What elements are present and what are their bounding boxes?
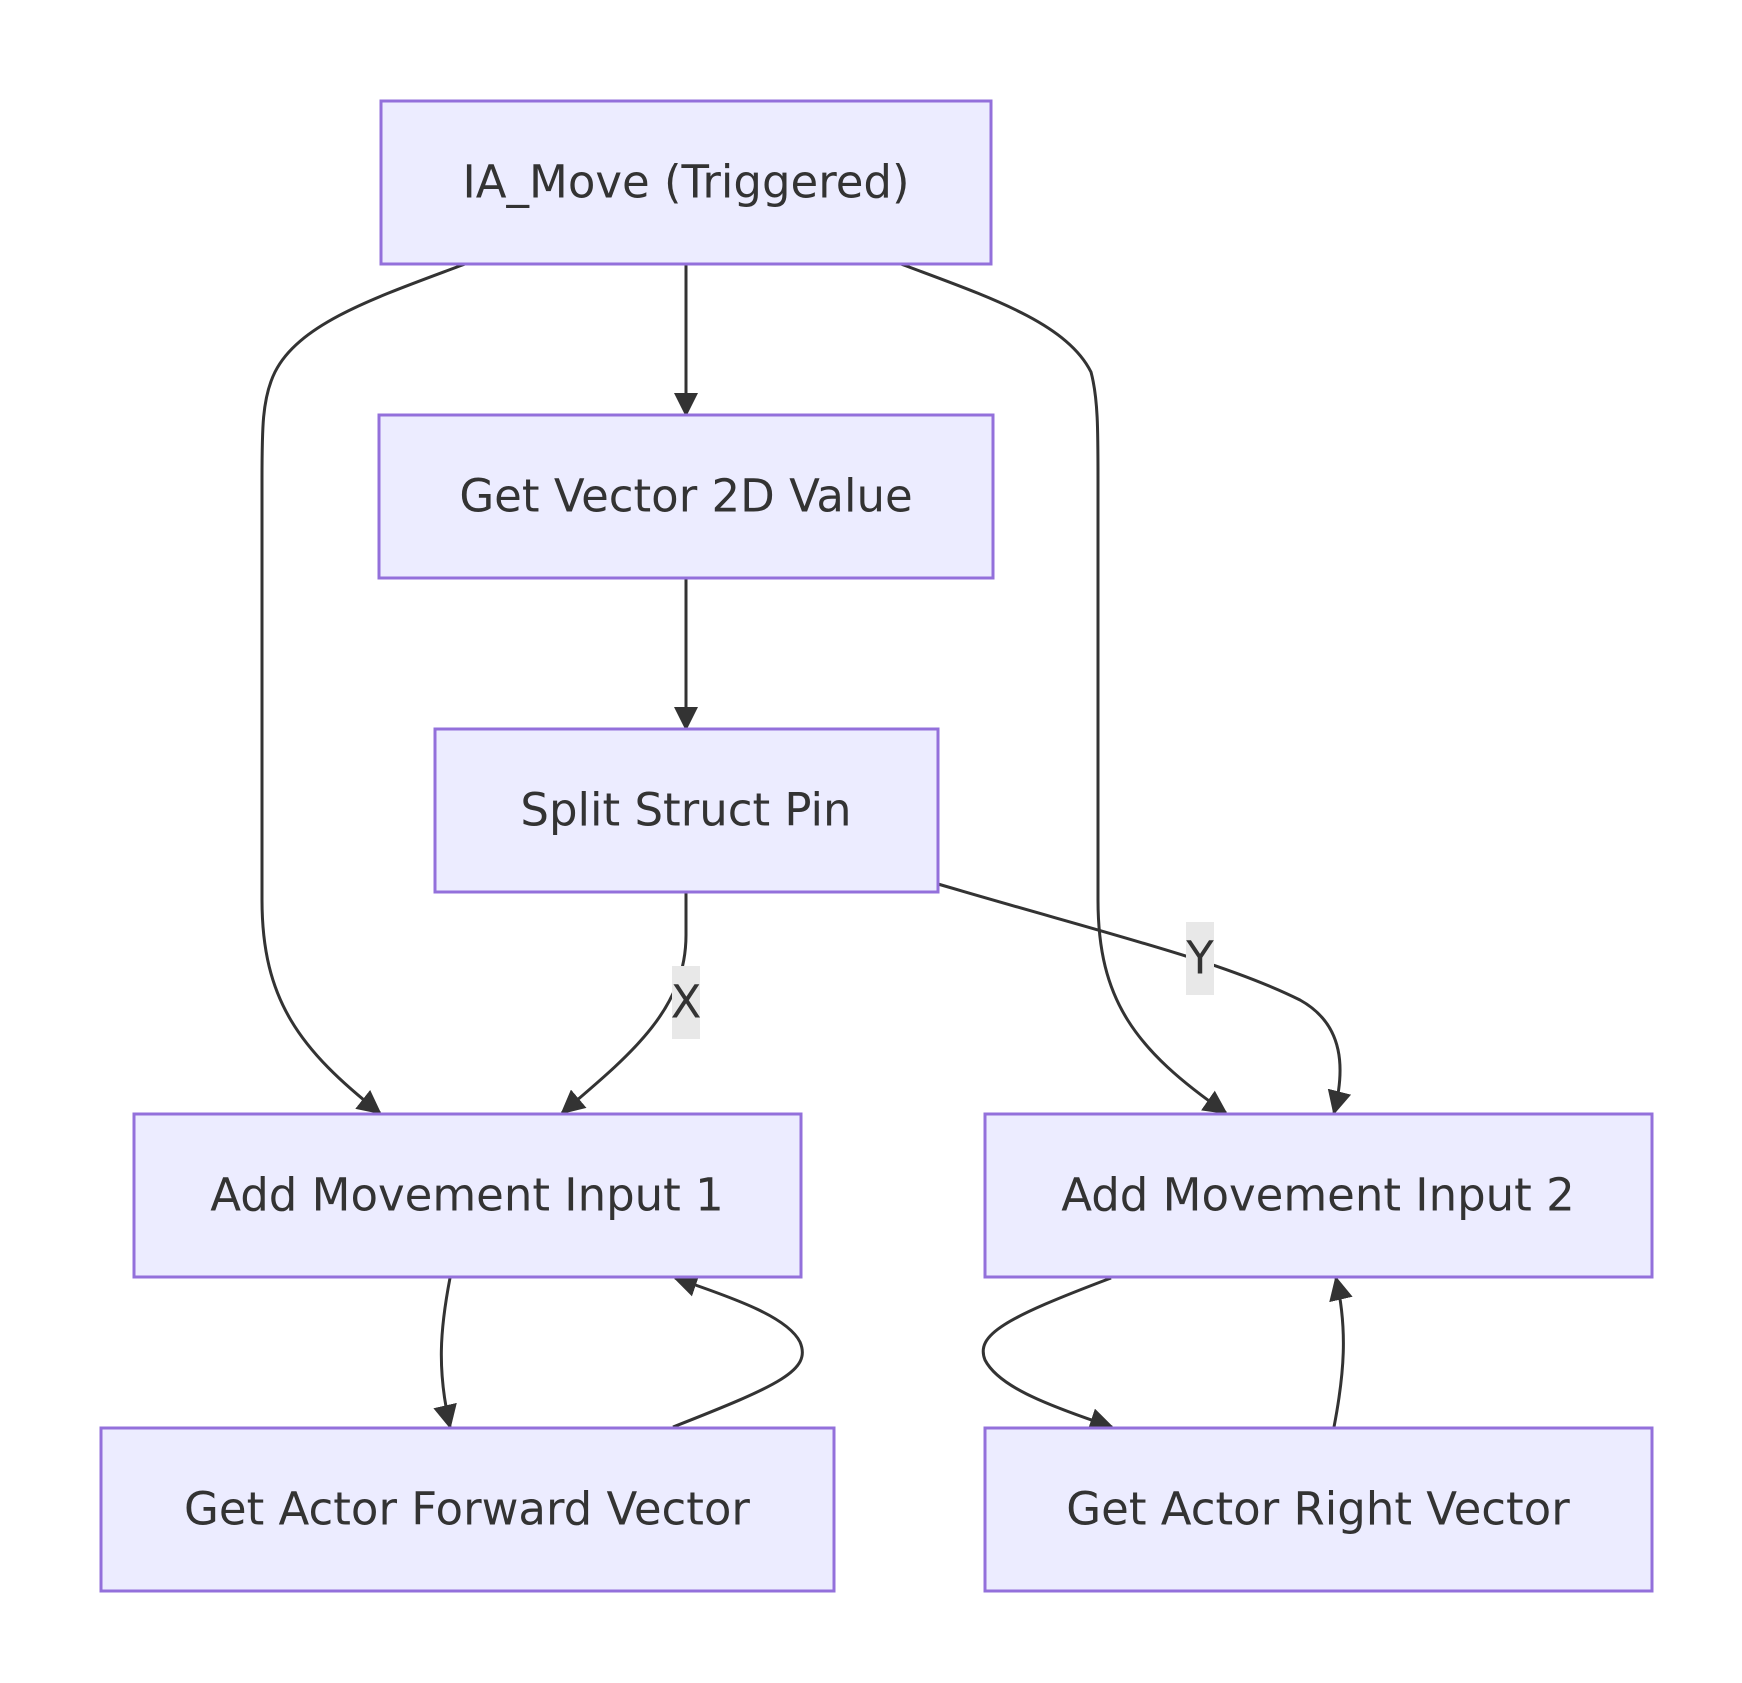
node-ia-move-label: IA_Move (Triggered) [462,156,909,209]
edge-iamove-to-addmove2 [900,262,1228,1115]
edges [260,262,1353,1432]
edge-iamove-to-addmove1 [260,262,466,1115]
edge-split-to-addmove1-x [560,892,688,1115]
node-ia-move[interactable]: IA_Move (Triggered) [379,99,993,266]
edge-label-x: X [671,966,702,1039]
node-get-vector-2d-value[interactable]: Get Vector 2D Value [377,413,995,580]
edge-label-x-bg [672,966,700,1039]
node-get-vector-2d-value-label: Get Vector 2D Value [459,470,912,523]
node-add-movement-input-1-label: Add Movement Input 1 [210,1169,724,1222]
edge-label-y: Y [1185,922,1214,995]
node-get-actor-right-vector-label: Get Actor Right Vector [1066,1483,1570,1536]
node-add-movement-input-2-label: Add Movement Input 2 [1061,1169,1575,1222]
edge-label-y-text: Y [1185,932,1214,985]
edge-addmove1-to-forward [433,1277,457,1429]
node-get-actor-forward-vector[interactable]: Get Actor Forward Vector [99,1426,836,1593]
edge-label-x-text: X [671,976,702,1029]
edge-addmove2-to-right [981,1276,1114,1432]
edge-forward-to-addmove1 [672,1273,804,1429]
edge-label-y-bg [1186,922,1214,995]
node-split-struct-pin[interactable]: Split Struct Pin [433,727,940,894]
node-get-actor-forward-vector-label: Get Actor Forward Vector [184,1483,750,1536]
edge-right-to-addmove2 [1329,1276,1353,1428]
node-get-actor-right-vector[interactable]: Get Actor Right Vector [983,1426,1654,1593]
node-add-movement-input-2[interactable]: Add Movement Input 2 [983,1112,1654,1279]
edge-split-to-addmove2-y [937,882,1352,1115]
node-add-movement-input-1[interactable]: Add Movement Input 1 [132,1112,803,1279]
node-split-struct-pin-label: Split Struct Pin [520,784,851,837]
